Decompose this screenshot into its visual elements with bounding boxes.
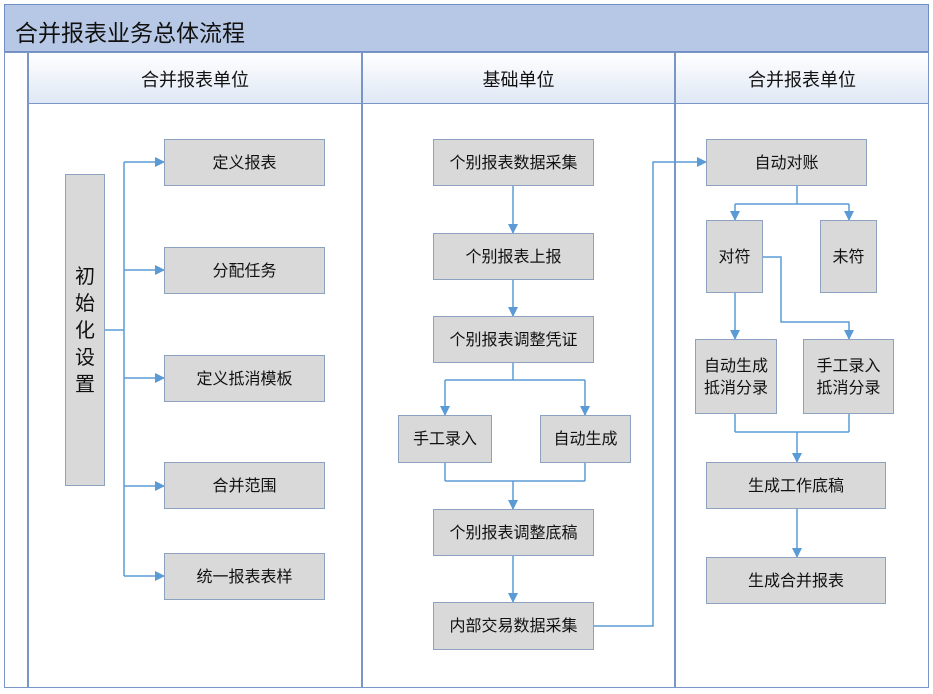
node-auto-generate: 自动生成	[540, 415, 631, 463]
node-label: 个别报表调整凭证	[449, 329, 578, 349]
node-individual-submit: 个别报表上报	[433, 233, 594, 280]
node-adjust-voucher: 个别报表调整凭证	[433, 316, 594, 363]
lane-label: 合并报表单位	[141, 70, 249, 91]
node-label: 手工录入	[412, 429, 477, 448]
node-label: 手工录入抵消分录	[816, 355, 881, 397]
lane-header: 合并报表单位	[676, 53, 928, 104]
node-label: 个别报表数据采集	[449, 152, 578, 172]
lane-base-unit: 基础单位	[362, 52, 675, 688]
node-auto-offset-entry: 自动生成抵消分录	[695, 339, 777, 414]
node-label: 自动生成	[553, 429, 618, 448]
node-init-setup: 初始化设置	[65, 174, 105, 486]
node-label: 定义报表	[212, 152, 277, 172]
node-manual-offset-entry: 手工录入抵消分录	[803, 339, 894, 414]
lane-label: 基础单位	[482, 70, 555, 91]
node-label: 初始化设置	[75, 264, 95, 396]
node-merge-scope: 合并范围	[164, 462, 325, 509]
node-label: 自动对账	[754, 152, 819, 172]
title-bar: 合并报表业务总体流程	[4, 4, 929, 52]
node-manual-entry: 手工录入	[398, 415, 492, 463]
node-label: 生成工作底稿	[747, 475, 844, 495]
node-unified-style: 统一报表表样	[164, 553, 325, 600]
node-generate-consolidated-report: 生成合并报表	[706, 557, 886, 604]
node-label: 未符	[832, 246, 865, 266]
node-label: 自动生成抵消分录	[703, 355, 768, 397]
node-adjust-draft: 个别报表调整底稿	[433, 509, 594, 556]
node-assign-task: 分配任务	[164, 247, 325, 294]
connector-arrow	[763, 256, 854, 340]
lane-header: 合并报表单位	[29, 53, 361, 104]
node-label: 统一报表表样	[196, 566, 293, 586]
node-label: 内部交易数据采集	[449, 616, 578, 635]
lane-label: 合并报表单位	[748, 70, 856, 91]
connector-arrow	[593, 157, 707, 627]
node-unmatch: 未符	[820, 220, 877, 293]
node-label: 个别报表调整底稿	[449, 522, 578, 542]
node-individual-collect: 个别报表数据采集	[433, 139, 594, 186]
node-label: 对符	[718, 246, 751, 266]
node-label: 生成合并报表	[747, 570, 844, 590]
diagram-title: 合并报表业务总体流程	[15, 21, 245, 47]
node-define-report: 定义报表	[164, 139, 325, 186]
node-label: 个别报表上报	[465, 246, 562, 266]
node-label: 分配任务	[212, 260, 277, 280]
node-auto-reconcile: 自动对账	[706, 139, 867, 186]
node-label: 合并范围	[212, 475, 277, 495]
node-generate-workpaper: 生成工作底稿	[706, 462, 886, 509]
lane-strip	[4, 52, 28, 688]
node-internal-collect: 内部交易数据采集	[433, 602, 594, 650]
node-label: 定义抵消模板	[196, 368, 293, 388]
node-match: 对符	[706, 220, 763, 293]
lane-header: 基础单位	[363, 53, 674, 104]
node-define-offset-template: 定义抵消模板	[164, 355, 325, 402]
